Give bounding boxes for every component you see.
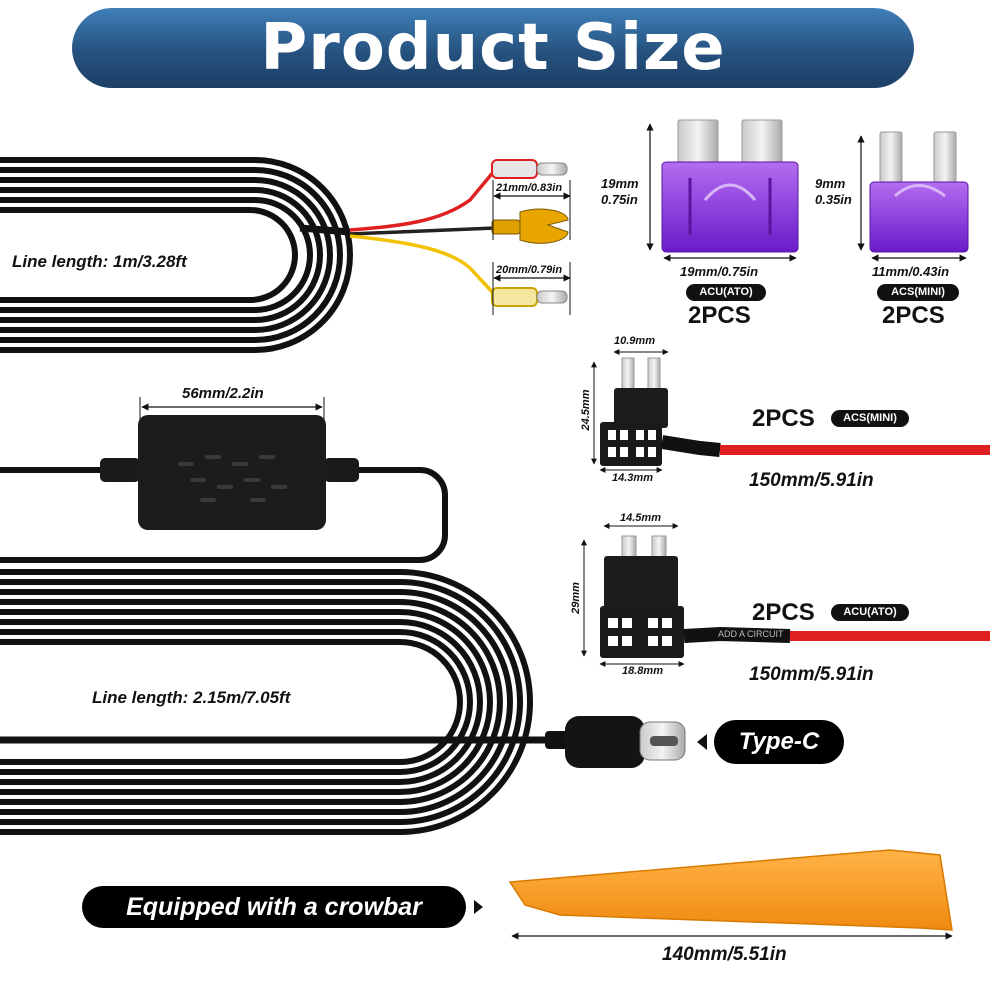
fuse-ato-graphic [661,119,799,253]
tap-mini-top-width: 10.9mm [614,335,655,347]
crowbar-length: 140mm/5.51in [662,944,787,965]
fuse-mini-graphic [869,131,969,253]
tap-mini-type-badge: ACS(MINI) [831,410,909,427]
fuse-ato-width: 19mm/0.75in [680,264,759,279]
module-width-dimension: 56mm/2.2in [182,385,264,402]
tap-ato-type-badge: ACU(ATO) [831,604,909,621]
terminal-a-dimension: 21mm/0.83in [496,182,563,194]
module-vents [178,455,287,502]
crowbar-pointer-icon [474,900,483,914]
lower-cable-coil [0,569,533,835]
tap-ato-graphic [600,535,990,658]
fork-terminal [491,208,569,244]
tap-ato-print: ADD A CIRCUIT [718,629,784,639]
page-title: Product Size [260,11,726,85]
fuse-ato-height-mm: 19mm [601,176,639,191]
fuse-ato-height: 19mm 0.75in [601,176,639,208]
crowbar-graphic [508,849,953,931]
fuse-ato-height-in: 0.75in [601,192,638,207]
fuse-ato-type-badge: ACU(ATO) [686,284,766,301]
tap-mini-bottom-width: 14.3mm [612,472,653,484]
fuse-mini-height-mm: 9mm [815,176,846,191]
type-c-callout: Type-C [714,720,844,764]
crowbar-callout: Equipped with a crowbar [82,886,466,928]
lower-line-length: Line length: 2.15m/7.05ft [92,688,291,707]
tap-ato-top-width: 14.5mm [620,512,661,524]
tap-mini-graphic [600,357,990,466]
fuse-mini-width: 11mm/0.43in [872,264,950,279]
fuse-mini-type-badge: ACS(MINI) [877,284,959,301]
upper-line-length: Line length: 1m/3.28ft [12,252,187,271]
fuse-mini-height-in: 0.35in [815,192,852,207]
tap-ato-quantity: 2PCS [752,599,815,626]
fuse-mini-quantity: 2PCS [882,302,945,329]
bullet-terminal-red [491,159,568,179]
terminal-b-dimension: 20mm/0.79in [496,264,563,276]
bullet-terminal-yellow [491,287,568,307]
fuse-mini-height: 9mm 0.35in [815,176,852,208]
tap-ato-height: 29mm [570,582,582,614]
tap-mini-wire-length: 150mm/5.91in [749,470,874,491]
tap-mini-height: 24.5mm [580,389,592,431]
tap-ato-bottom-width: 18.8mm [622,665,663,677]
tap-ato-wire-length: 150mm/5.91in [749,664,874,685]
type-c-pointer-icon [697,734,707,750]
tap-mini-quantity: 2PCS [752,405,815,432]
type-c-plug [545,716,686,768]
fuse-ato-quantity: 2PCS [688,302,751,329]
upper-cable-coil [0,157,353,353]
title-banner [72,8,914,88]
